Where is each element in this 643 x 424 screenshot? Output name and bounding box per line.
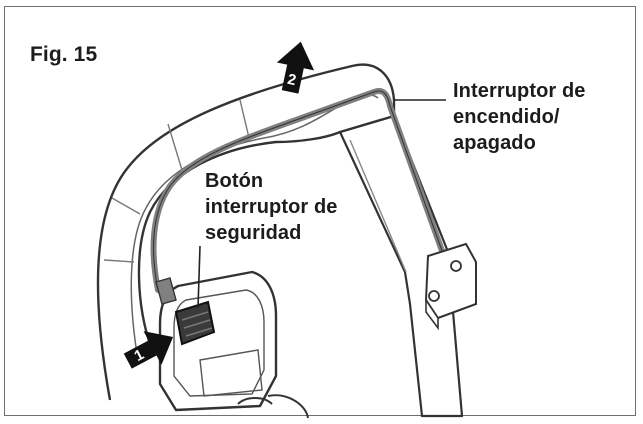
- power-switch-label: Interruptor de encendido/ apagado: [453, 78, 586, 156]
- handle-loop-outer: [96, 63, 396, 401]
- step-number-2: 2: [286, 71, 298, 89]
- handle-seam: [111, 197, 141, 215]
- label-line: Interruptor de: [453, 80, 586, 102]
- handle-seam: [167, 123, 183, 171]
- lift-arrow-icon: 2: [276, 41, 315, 94]
- safety-button: [174, 300, 216, 346]
- safety-button-label: Botón interruptor de seguridad: [205, 168, 338, 246]
- label-line: Botón: [205, 170, 264, 192]
- right-clamp: [424, 242, 477, 331]
- handle-seam: [103, 259, 135, 263]
- label-line: interruptor de: [205, 196, 338, 218]
- label-line: seguridad: [205, 222, 302, 244]
- switch-tip: [155, 277, 177, 305]
- power-switch-bar-edge: [153, 90, 447, 291]
- clamp-screw-icon: [428, 290, 440, 302]
- figure-title: Fig. 15: [30, 43, 98, 66]
- label-line: apagado: [453, 132, 536, 154]
- label-line: encendido/: [453, 106, 560, 128]
- control-housing: [158, 270, 309, 419]
- right-tube-highlight: [349, 139, 407, 273]
- safety-button-leader: [197, 245, 201, 309]
- push-arrow-icon: 1: [123, 331, 174, 369]
- clamp-screw-icon: [450, 260, 462, 272]
